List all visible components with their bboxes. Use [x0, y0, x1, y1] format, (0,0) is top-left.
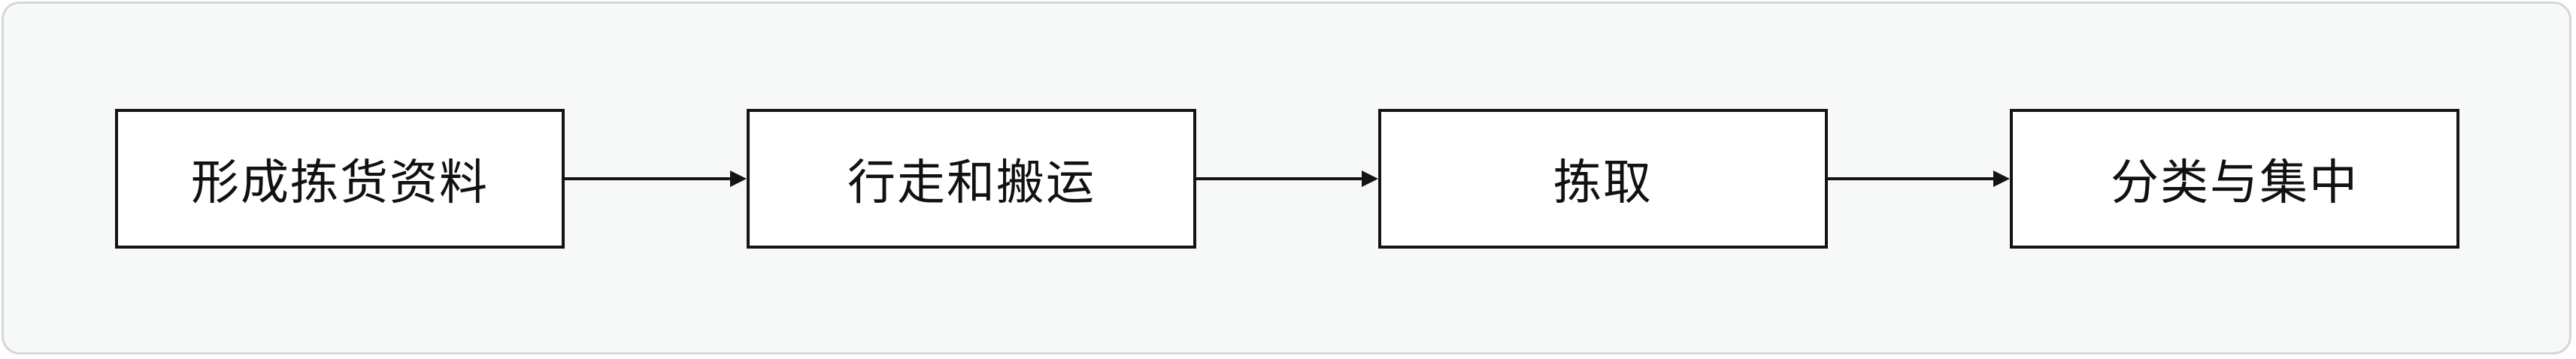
process-step-3: 拣取: [1378, 109, 1828, 249]
process-step-label: 分类与集中: [2111, 155, 2359, 211]
arrow-n3-n4: [1828, 170, 2010, 187]
process-step-label: 拣取: [1553, 155, 1653, 211]
process-step-1: 形成拣货资料: [115, 109, 565, 249]
arrow-n2-n3: [1196, 170, 1378, 187]
arrow-n1-n2: [565, 170, 747, 187]
process-step-4: 分类与集中: [2010, 109, 2459, 249]
process-step-2: 行走和搬运: [747, 109, 1196, 249]
process-step-label: 行走和搬运: [847, 155, 1096, 211]
process-step-label: 形成拣货资料: [191, 155, 489, 211]
